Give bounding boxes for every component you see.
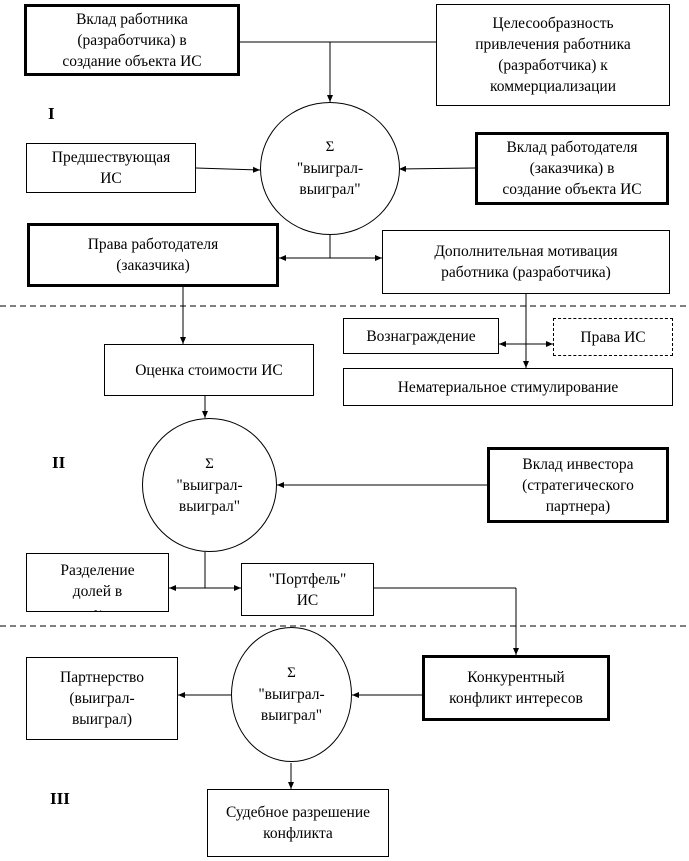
non-material-incentive-box: Нематериальное стимулирование <box>343 368 673 406</box>
sigma-symbol: Σ <box>205 455 214 472</box>
previous-ip-box: Предшествующая ИС <box>26 143 196 193</box>
share-division-box: Разделение долей в ~ <box>26 553 169 612</box>
win-win-label: "выиграл- выиграл" <box>176 476 243 515</box>
ip-portfolio-box: "Портфель" ИС <box>241 563 374 616</box>
remuneration-box: Вознаграждение <box>343 318 499 354</box>
expediency-box: Целесообразность привлечения работника (… <box>436 4 670 106</box>
judicial-resolution-box: Судебное разрешение конфликта <box>207 789 389 857</box>
additional-motivation-box: Дополнительная мотивация работника (разр… <box>382 230 670 294</box>
section-label-3: III <box>50 789 70 808</box>
competitive-conflict-box: Конкурентный конфликт интересов <box>422 655 610 721</box>
employee-contribution-box: Вклад работника (разработчика) в создани… <box>24 4 240 76</box>
sigma-symbol: Σ <box>325 139 335 155</box>
section-label-1: I <box>48 104 55 123</box>
employer-rights-box: Права работодателя (заказчика) <box>27 223 279 287</box>
win-win-label: "выиграл- выиграл" <box>258 686 325 724</box>
win-win-circle-2: Σ "выиграл- выиграл" <box>142 418 277 552</box>
ip-rights-box: Права ИС <box>553 318 673 356</box>
section-label-2: II <box>52 453 66 472</box>
arrow-employer-contribution <box>398 165 476 172</box>
sigma-symbol: Σ <box>287 665 296 681</box>
partnership-box: Партнерство (выиграл- выиграл) <box>26 657 178 740</box>
investor-contribution-box: Вклад инвестора (стратегического партнер… <box>487 447 669 523</box>
ip-valuation-box: Оценка стоимости ИС <box>104 344 314 396</box>
employer-contribution-box: Вклад работодателя (заказчика) в создани… <box>475 132 669 205</box>
win-win-label: "выиграл- выиграл" <box>296 160 364 198</box>
win-win-circle-3: Σ "выиграл- выиграл" <box>231 627 352 762</box>
win-win-circle-1: Σ "выиграл- выиграл" <box>260 102 400 235</box>
arrow-previous-ip <box>195 166 261 173</box>
